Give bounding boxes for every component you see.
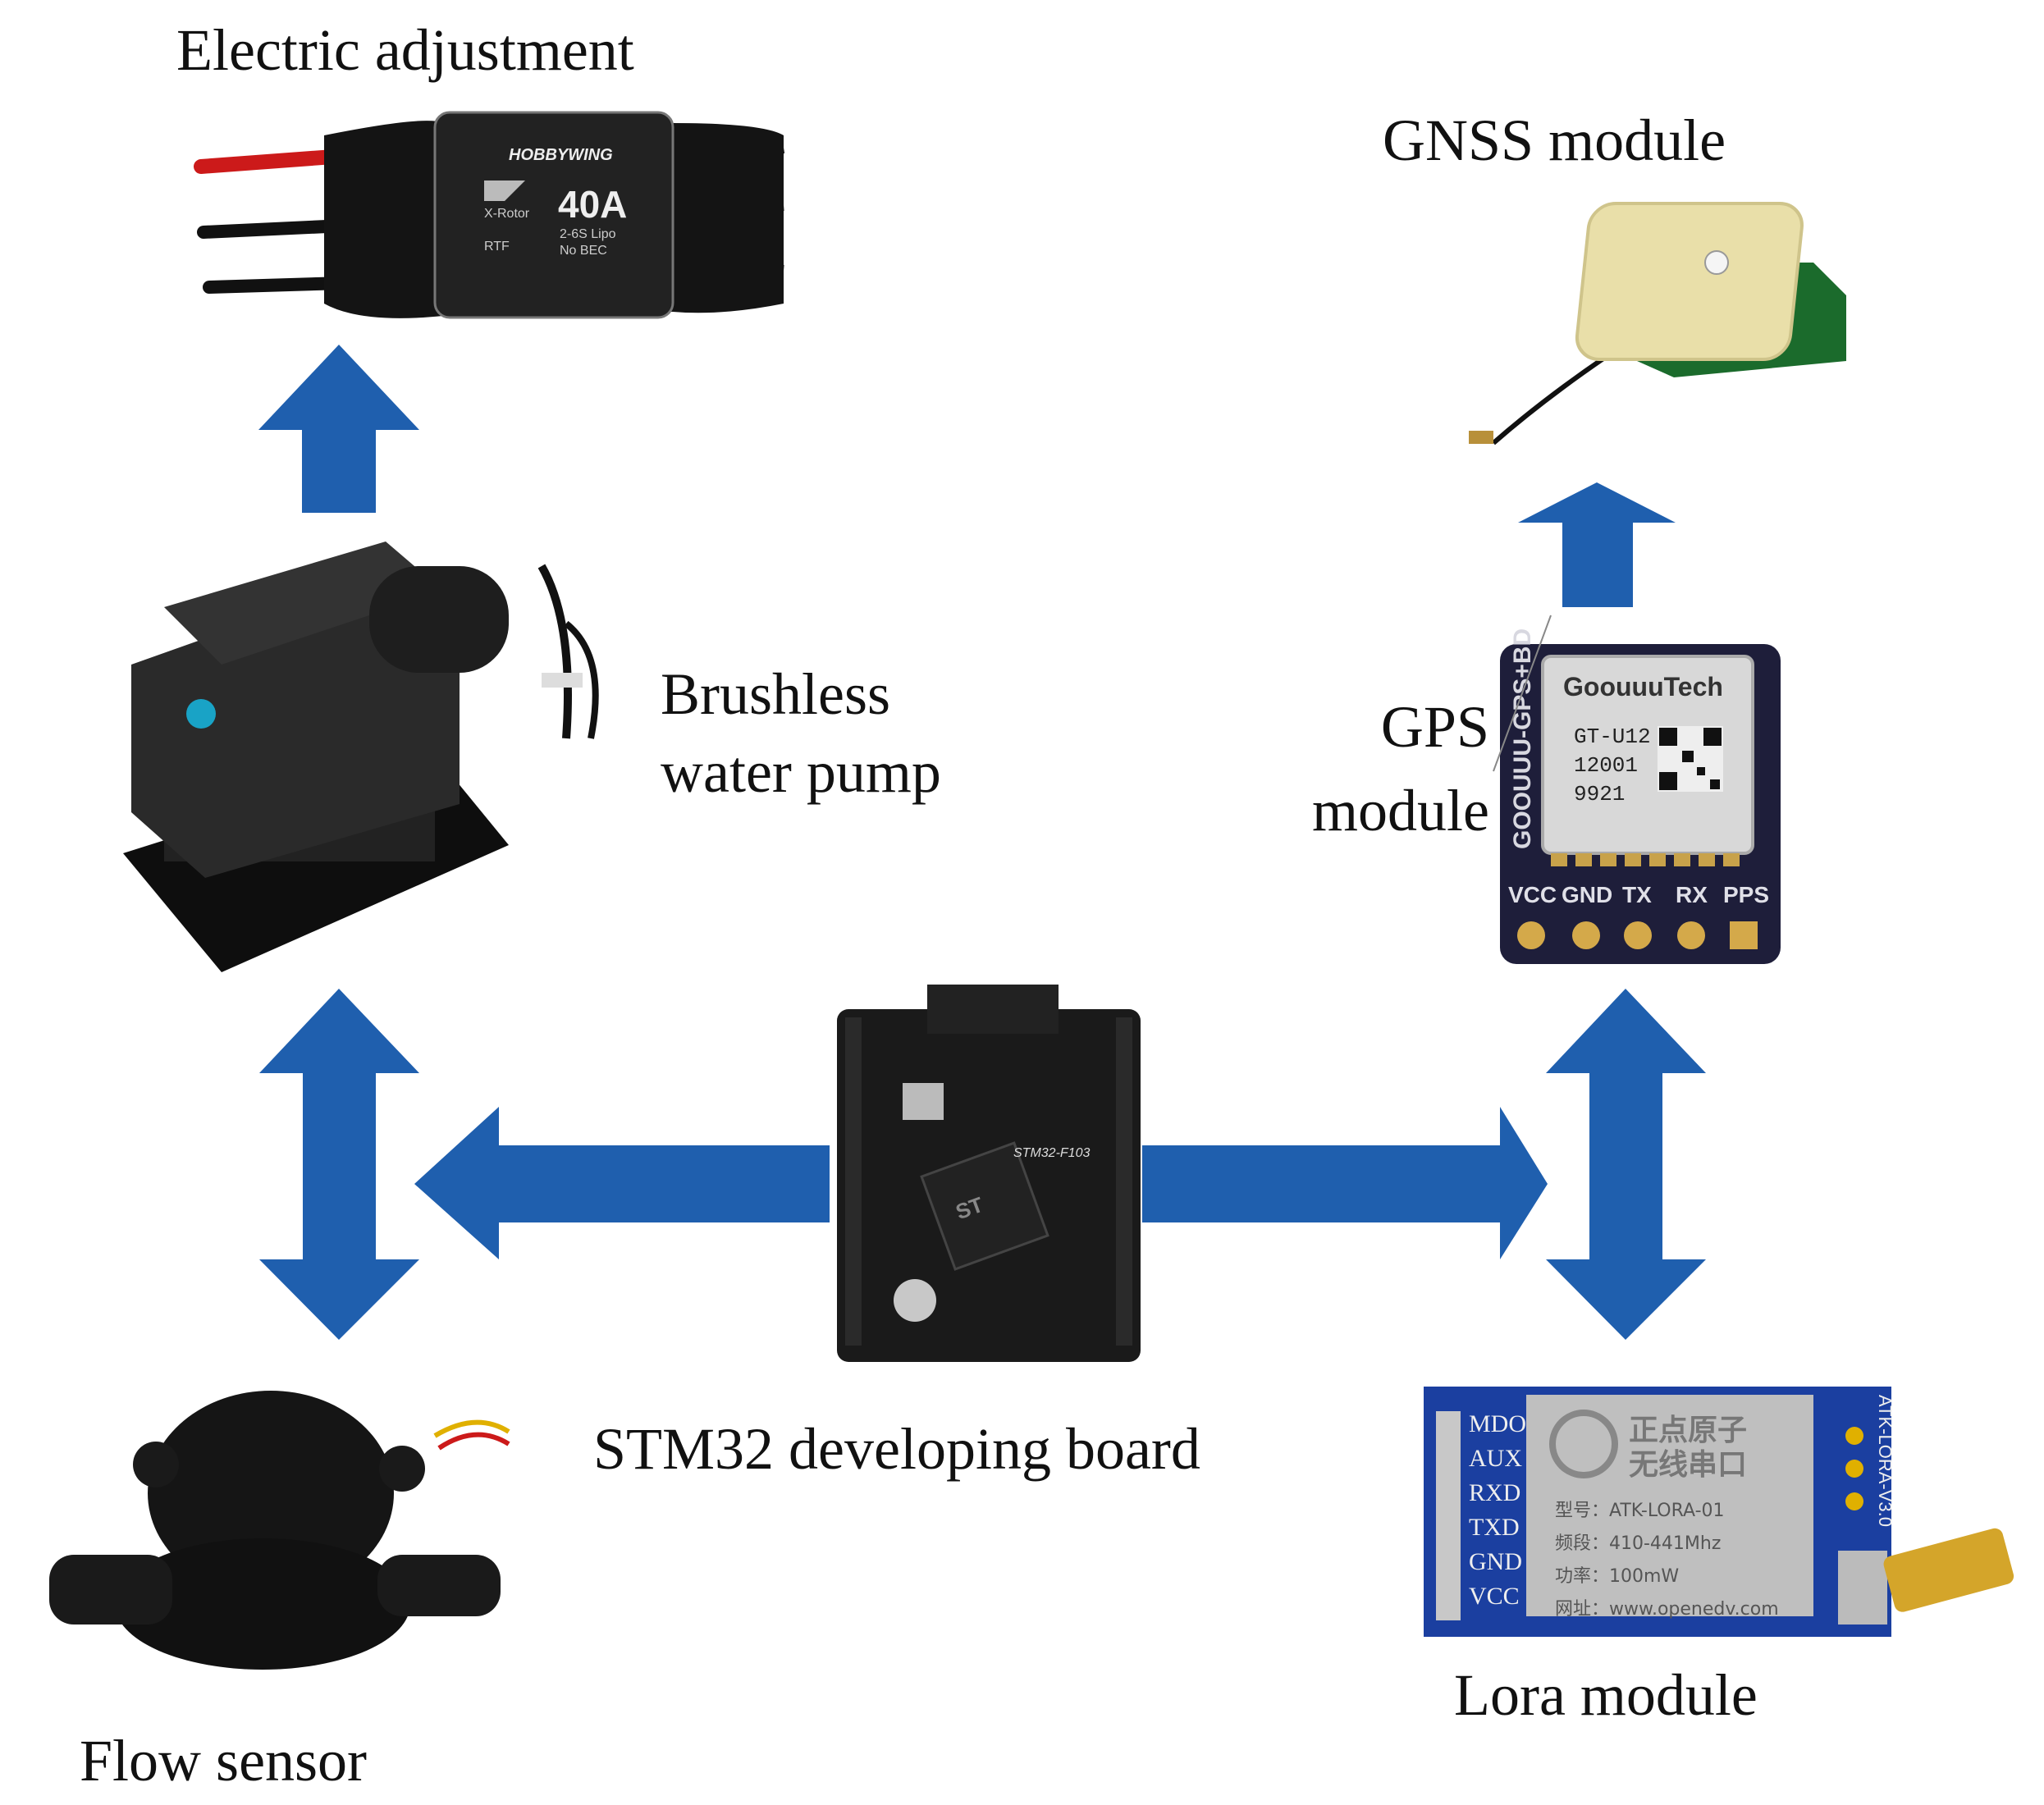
esc-spec1: 2-6S Lipo: [560, 227, 616, 241]
gps-chip-line3: 9921: [1574, 782, 1625, 807]
gps-side-text: GOOUUU-GPS+BD: [1509, 628, 1536, 849]
lora-cn-title2: 无线串口: [1629, 1448, 1747, 1482]
lora-cn-title1: 正点原子: [1629, 1414, 1747, 1447]
lora-pin-rxd: RXD: [1469, 1479, 1520, 1506]
label-lora-module: Lora module: [1454, 1662, 1758, 1728]
gps-pin-tx: TX: [1622, 882, 1652, 907]
lora-pin-mdo: MDO: [1469, 1410, 1526, 1437]
labels: Electric adjustment GNSS module Brushles…: [80, 17, 1758, 1794]
arrow-stm32-to-left: [414, 1107, 830, 1259]
stm32-board-image: ST STM32-F103: [837, 985, 1141, 1362]
arrows: [258, 345, 1706, 1340]
flow-sensor-image: [49, 1391, 510, 1670]
gnss-antenna-image: [1469, 202, 1846, 446]
gps-board-image: GOOUUU-GPS+BD GoouuuTech GT-U12 12001 99…: [1493, 615, 1781, 964]
esc-spec2: No BEC: [560, 244, 607, 258]
arrow-pump-to-esc: [258, 345, 419, 513]
lora-pin-txd: TXD: [1469, 1514, 1520, 1541]
lora-pin-aux: AUX: [1469, 1445, 1522, 1472]
esc-brand: HOBBYWING: [509, 146, 613, 164]
gps-qr-code: [1658, 726, 1723, 792]
label-gps: GPS: [1381, 694, 1489, 760]
gps-chip-line2: 12001: [1574, 753, 1638, 778]
lora-freq: 频段：410-441Mhz: [1555, 1533, 1721, 1554]
arrow-gps-to-gnss: [1518, 482, 1676, 607]
gps-pin-pps: PPS: [1723, 882, 1769, 907]
pump-image: [123, 542, 599, 972]
lora-side-text: ATK-LORA-V3.0: [1875, 1395, 1895, 1527]
esc-tag: RTF: [484, 240, 510, 254]
arrow-stm32-to-right: [1142, 1107, 1548, 1259]
label-flow-sensor: Flow sensor: [80, 1728, 367, 1794]
gps-pin-vcc: VCC: [1508, 882, 1557, 907]
lora-url: 网址：www.openedv.com: [1555, 1599, 1779, 1620]
gps-pin-rx: RX: [1676, 882, 1708, 907]
label-brushless: Brushless: [661, 661, 890, 727]
label-electric-adjustment: Electric adjustment: [176, 17, 634, 83]
gps-brand: GoouuuTech: [1563, 672, 1723, 701]
lora-model: 型号：ATK-LORA-01: [1555, 1501, 1725, 1521]
arrow-pump-flow-bidirectional: [259, 989, 419, 1340]
gps-chip-model: GT-U12: [1574, 724, 1651, 749]
lora-pin-vcc: VCC: [1469, 1583, 1520, 1610]
lora-module-image: MDO AUX RXD TXD GND VCC 正点原子 无线串口 型号：ATK…: [1424, 1387, 2014, 1637]
label-water-pump: water pump: [661, 739, 941, 805]
lora-pin-gnd: GND: [1469, 1548, 1522, 1575]
gps-pin-gnd: GND: [1562, 882, 1612, 907]
label-stm32-board: STM32 developing board: [593, 1416, 1200, 1482]
lora-logo: [1549, 1410, 1618, 1478]
esc-image: HOBBYWING X-Rotor 40A RTF 2-6S Lipo No B…: [194, 111, 785, 319]
stm32-logo: STM32-F103: [1013, 1146, 1090, 1160]
lora-power: 功率：100mW: [1555, 1566, 1679, 1587]
esc-current: 40A: [558, 183, 627, 226]
arrow-gps-lora-bidirectional: [1546, 989, 1706, 1340]
esc-model: X-Rotor: [484, 207, 530, 221]
label-gps-module: module: [1312, 778, 1489, 843]
label-gnss-module: GNSS module: [1383, 107, 1726, 173]
